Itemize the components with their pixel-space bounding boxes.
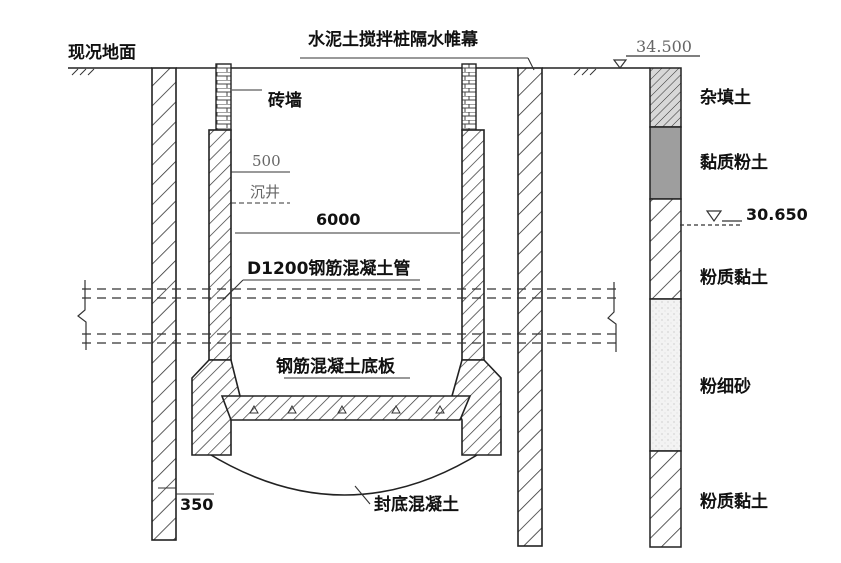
ground-label: 现况地面 [68, 42, 136, 63]
elevation-top-label: 34.500 [636, 37, 692, 56]
pipe-break-left [77, 280, 87, 350]
right-curtain-wall [517, 67, 543, 547]
dim-500-label: 500 [252, 152, 281, 170]
pipe-label: D1200钢筋混凝土管 [247, 258, 410, 279]
stratum-silt [649, 126, 682, 200]
leader-lines [158, 57, 535, 505]
left-caisson-wall [208, 129, 232, 361]
stratum-clay-1 [649, 198, 682, 300]
stratum-label-2: 粉质黏土 [700, 267, 768, 288]
slab-rebar-triangles [249, 404, 445, 414]
right-brick-wall [461, 63, 477, 131]
left-brick-wall [215, 63, 232, 131]
curtain-label: 水泥土搅拌桩隔水帷幕 [308, 29, 479, 50]
stratum-label-0: 杂填土 [700, 87, 751, 108]
elevation-marker-top [612, 55, 700, 69]
right-caisson-wall [461, 129, 485, 361]
dim-6000-label: 6000 [316, 210, 361, 229]
bottom-slab-label: 钢筋混凝土底板 [276, 356, 396, 377]
ground-hatch-ticks [71, 68, 597, 76]
bottom-slab [220, 395, 472, 421]
stratum-label-1: 黏质粉土 [700, 152, 768, 173]
seal-concrete-shape [205, 451, 483, 496]
left-curtain-wall [151, 67, 177, 541]
stratum-fill-soil [649, 67, 682, 128]
stratum-sand [649, 298, 682, 452]
elevation-water-label: 30.650 [746, 205, 808, 224]
elevation-marker-water [680, 210, 742, 226]
brick-wall-label: 砖墙 [268, 90, 302, 111]
seal-concrete-label: 封底混凝土 [374, 494, 459, 515]
pipe-break-right [607, 282, 617, 352]
stratum-label-4: 粉质黏土 [700, 491, 768, 512]
stratum-label-3: 粉细砂 [700, 376, 751, 397]
caisson-label: 沉井 [250, 183, 280, 201]
stratum-clay-2 [649, 450, 682, 548]
dim-350-label: 350 [180, 495, 213, 514]
